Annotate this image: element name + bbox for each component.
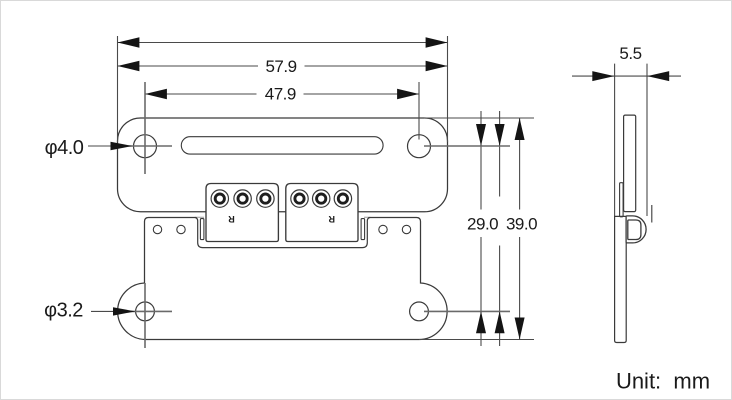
svg-text:R: R — [228, 214, 235, 224]
svg-text:29.0: 29.0 — [467, 214, 498, 233]
svg-text:Unit: mm: Unit: mm — [616, 368, 710, 393]
svg-text:47.9: 47.9 — [265, 85, 296, 104]
svg-text:5.5: 5.5 — [619, 44, 641, 63]
svg-text:R: R — [328, 214, 335, 224]
svg-text:57.9: 57.9 — [265, 57, 296, 76]
svg-text:φ3.2: φ3.2 — [44, 299, 83, 321]
svg-text:39.0: 39.0 — [506, 214, 537, 233]
svg-text:φ4.0: φ4.0 — [45, 137, 84, 159]
